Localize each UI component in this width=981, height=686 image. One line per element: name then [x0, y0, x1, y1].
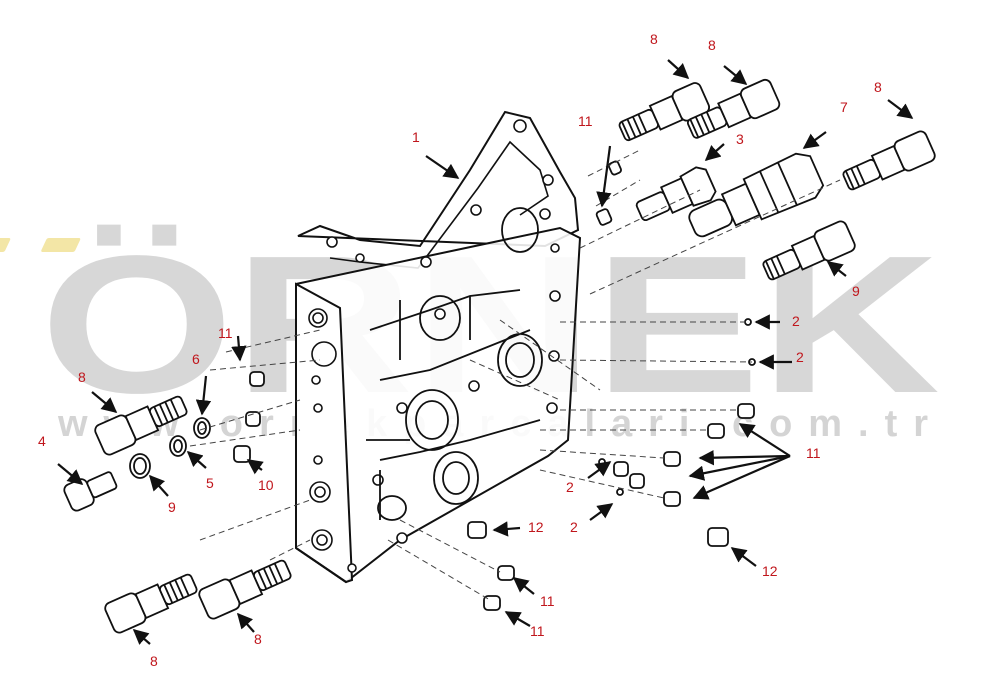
callout-2d: 2: [570, 519, 578, 535]
valve-body-housing: [295, 110, 582, 584]
callout-1: 1: [412, 129, 420, 145]
callout-12a: 12: [528, 519, 544, 535]
callout-labels: 1 8 8 3 7 8 9 11 2 2 11 6 8 4 5 9 10 11 …: [38, 31, 882, 669]
callout-2b: 2: [796, 349, 804, 365]
plugs-bottom-right: [467, 318, 756, 611]
callout-11c: 11: [806, 445, 821, 461]
callout-8d: 8: [78, 369, 86, 385]
leader-arrows: [57, 59, 914, 645]
callout-12b: 12: [762, 563, 778, 579]
callout-5: 5: [206, 475, 214, 491]
assembly-lines: [189, 149, 841, 601]
callout-11d: 11: [540, 593, 555, 609]
callout-3: 3: [736, 131, 744, 147]
callout-2a: 2: [792, 313, 800, 329]
callout-11a: 11: [578, 113, 593, 129]
solenoid-valves-left: [63, 371, 292, 634]
callout-8a: 8: [650, 31, 658, 47]
callout-11e: 11: [530, 623, 545, 639]
callout-9b: 9: [168, 499, 176, 515]
callout-10: 10: [258, 477, 274, 493]
callout-6: 6: [192, 351, 200, 367]
callout-8f: 8: [254, 631, 262, 647]
callout-8b: 8: [708, 37, 716, 53]
callout-11b: 11: [218, 325, 233, 341]
callout-4: 4: [38, 433, 46, 449]
watermark-accent-left: [0, 238, 11, 252]
callout-9a: 9: [852, 283, 860, 299]
watermark-accent-right: [41, 238, 81, 252]
callout-8c: 8: [874, 79, 882, 95]
callout-7: 7: [840, 99, 848, 115]
callout-2c: 2: [566, 479, 574, 495]
solenoid-valves-top: [595, 78, 936, 281]
callout-8e: 8: [150, 653, 158, 669]
housing-bores: [366, 207, 543, 521]
housing-holes: [308, 119, 561, 573]
